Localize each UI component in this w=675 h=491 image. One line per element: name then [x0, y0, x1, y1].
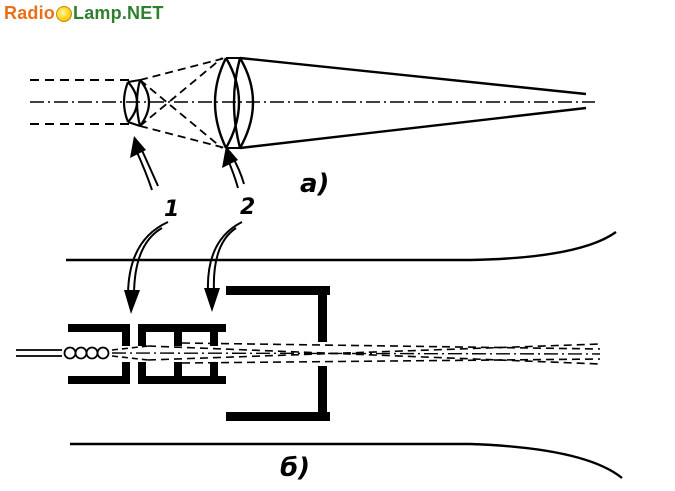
anode	[226, 286, 330, 421]
watermark-lamp-text: Lamp	[73, 2, 122, 23]
callout-2: 2	[240, 195, 255, 220]
lamp-bulb-icon	[56, 6, 73, 22]
envelope-bottom	[70, 442, 623, 479]
optical-axis-b	[111, 352, 601, 355]
electrode-1	[68, 324, 130, 384]
beam-b-crossover-1	[147, 345, 601, 365]
envelope-top	[66, 231, 617, 262]
beam-b-lower	[111, 355, 149, 361]
cathode-filament	[16, 346, 110, 360]
cone-a-lower	[239, 106, 587, 150]
cone-a-upper	[239, 56, 587, 96]
arrow-electrode-2	[204, 221, 243, 312]
callout-1: 1	[164, 197, 179, 222]
ray-a-2	[139, 125, 226, 149]
watermark-net-text: .NET	[121, 2, 164, 23]
panel-a-label: a)	[300, 169, 329, 199]
panel-a: a)	[30, 56, 595, 199]
beam-b-crossover-2	[147, 343, 601, 361]
watermark-radio-text: Radio	[4, 2, 56, 23]
beam-b-upper	[111, 345, 149, 351]
arrow-lens-2	[222, 146, 245, 189]
ray-a-4	[139, 57, 223, 127]
electrode-2	[138, 324, 226, 384]
arrow-electrode-1	[124, 221, 169, 314]
lens-2	[213, 57, 255, 149]
site-watermark: Radio Lamp.NET	[4, 2, 164, 24]
beam-b-edge-lower	[181, 358, 601, 364]
ray-a-1	[139, 57, 226, 81]
panel-b: б)	[16, 221, 623, 483]
lens-1	[122, 79, 151, 127]
ray-a-3	[139, 79, 223, 149]
beam-b-edge-upper	[181, 342, 601, 350]
panel-b-label: б)	[280, 453, 310, 483]
arrow-lens-1	[130, 136, 159, 191]
